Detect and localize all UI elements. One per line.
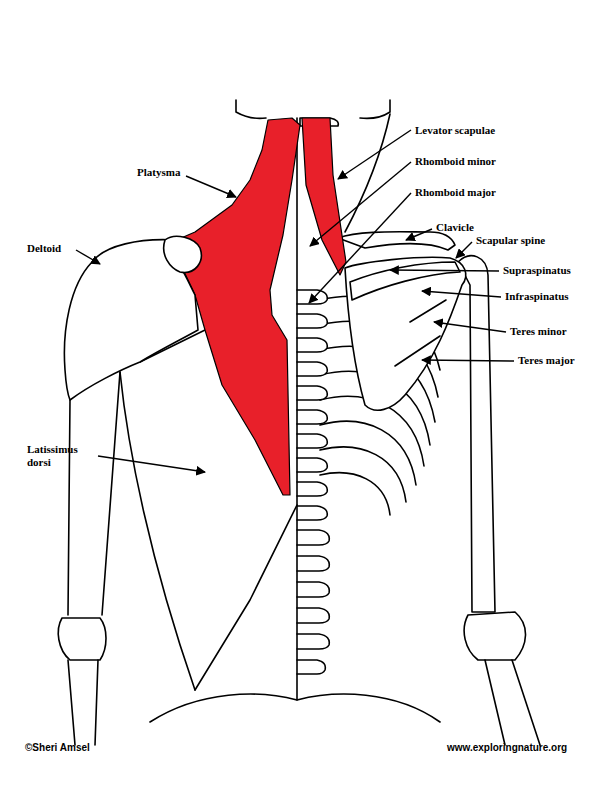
scapula-bone xyxy=(345,257,466,410)
skull-outline xyxy=(360,100,390,118)
credit-text: ©Sheri Amsel xyxy=(25,741,90,754)
vertebra xyxy=(297,290,329,674)
arm-outline xyxy=(68,372,120,615)
muscle-label: Platysma xyxy=(137,166,180,179)
leader-line xyxy=(98,456,205,472)
leader-line xyxy=(456,242,472,258)
elbow-joint xyxy=(464,612,525,660)
elbow-joint xyxy=(58,618,106,660)
latissimus-outline xyxy=(120,372,195,690)
muscle-label: Scapular spine xyxy=(476,234,545,247)
leader-line xyxy=(422,360,514,361)
humerus-bone xyxy=(458,256,495,612)
acromion-bone xyxy=(164,236,202,272)
forearm-outline xyxy=(68,660,98,745)
muscle-label: Levator scapulae xyxy=(415,124,495,137)
muscle-label: Latissimus dorsi xyxy=(27,443,97,469)
clavicle-bone xyxy=(338,232,455,250)
leader-line xyxy=(309,193,411,303)
scapular-spine xyxy=(350,262,460,300)
leader-line xyxy=(406,229,432,240)
leader-line xyxy=(422,291,501,297)
skull-outline xyxy=(236,100,266,118)
muscle-label: Rhomboid minor xyxy=(415,155,496,168)
muscle-line xyxy=(395,300,446,366)
midline xyxy=(296,118,298,700)
leader-line xyxy=(310,162,411,246)
leader-line xyxy=(76,250,100,264)
leader-line xyxy=(186,176,236,197)
levator-muscle xyxy=(302,118,346,275)
leader-line xyxy=(434,322,506,332)
muscle-label: Teres major xyxy=(518,354,575,367)
neck-outline xyxy=(345,114,390,232)
forearm-bone xyxy=(485,660,540,745)
muscle-label: Infraspinatus xyxy=(505,290,569,303)
muscle-label: Clavicle xyxy=(436,221,474,234)
muscle-label: Deltoid xyxy=(27,242,61,255)
leader-line xyxy=(390,270,499,271)
pelvis-outline xyxy=(150,694,440,722)
muscle-label: Teres minor xyxy=(510,325,567,338)
credit-text: www.exploringnature.org xyxy=(447,741,567,754)
muscle-label: Rhomboid major xyxy=(415,186,496,199)
muscle-label: Supraspinatus xyxy=(503,264,571,277)
latissimus-outline xyxy=(195,505,297,690)
